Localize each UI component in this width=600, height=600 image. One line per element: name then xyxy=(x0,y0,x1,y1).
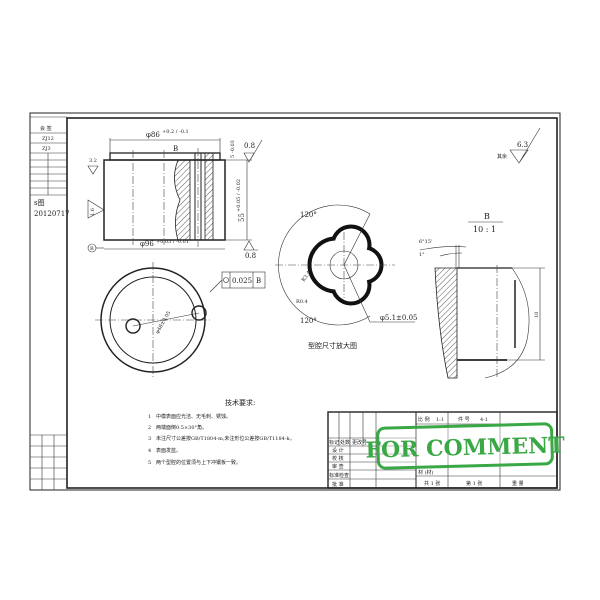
sheet-count: 共 1 张 xyxy=(424,480,440,487)
cavity-caption: 型腔尺寸放大图 xyxy=(308,341,357,350)
title-row-label: 处数 xyxy=(340,439,350,446)
dim-top-diameter: φ86 xyxy=(146,131,160,139)
req-text: 两端面倒0.5×30°角。 xyxy=(156,424,207,431)
dim-diameter: φ5.1±0.05 xyxy=(380,314,418,322)
dim-step: 5 xyxy=(230,155,236,158)
req-text: 中模表面应光洁、无毛刺、锈蚀。 xyxy=(156,413,231,420)
req-number: 2 xyxy=(148,425,151,431)
dim-step-tolerance: -0.03 xyxy=(230,140,236,153)
dim-top-tolerance: +0.2 / -0.1 xyxy=(162,129,189,135)
detail-label: B xyxy=(484,212,490,221)
angle-top: 120° xyxy=(300,211,317,219)
title-row-label: 审 查 xyxy=(332,463,344,470)
stamp-text: FOR COMMENT xyxy=(365,432,566,463)
front-section-view: φ86 +0.2 / -0.1 φ96 +0.03 / -0.01 55 +0.… xyxy=(87,129,263,260)
plan-view: φ48±0.05 0.025 B xyxy=(95,262,266,378)
part-value: 4-1 xyxy=(480,417,488,423)
req-number: 4 xyxy=(148,448,151,454)
dim-bottom-diameter: φ96 xyxy=(140,240,154,248)
detail-scale: 10 : 1 xyxy=(473,225,496,234)
title-row-label: 设 计 xyxy=(332,447,344,454)
roughness-left: 3.2 xyxy=(89,158,97,164)
technical-requirements: 技术要求: 1 中模表面应光洁、无毛刺、锈蚀。 2 两端面倒0.5×30°角。 … xyxy=(148,398,295,466)
drawing-frame xyxy=(29,112,561,491)
material-label: 材 (材) xyxy=(418,469,434,476)
drawing-date: 20120717 xyxy=(34,210,70,218)
roughness-top: 0.8 xyxy=(244,142,255,150)
position-icon xyxy=(223,277,229,283)
datum-label: B xyxy=(90,246,94,252)
roughness-icon xyxy=(509,127,541,164)
req-number: 3 xyxy=(148,436,151,442)
sidebar-cell: ZJ3 xyxy=(42,146,51,152)
general-roughness: 6.3 其余 xyxy=(497,127,541,164)
requirements-title: 技术要求: xyxy=(225,398,255,407)
tolerance-datum: B xyxy=(256,277,261,285)
dim-height: 55 xyxy=(238,213,246,222)
req-text: 两个型腔的位置须与上下冲镶板一致。 xyxy=(156,459,241,466)
title-row-label: 更改号 xyxy=(352,439,367,446)
roughness-bottom: 0.8 xyxy=(245,252,256,260)
part-label: 件 号 xyxy=(458,416,470,423)
roughness-side: 1.6 xyxy=(90,208,96,216)
for-comment-stamp: FOR COMMENT xyxy=(365,422,566,470)
detail-b: B 10 : 1 6°15' 1° 10 xyxy=(419,212,545,379)
dim-center-distance: φ48±0.05 xyxy=(155,310,173,335)
angle-2: 1° xyxy=(419,252,425,258)
title-row-label: 标准检查 xyxy=(329,472,349,479)
scale-value: 1:1 xyxy=(436,417,444,423)
tolerance-value: 0.025 xyxy=(232,277,252,285)
req-number: 5 xyxy=(148,460,151,466)
roughness-note: 其余 xyxy=(497,153,507,160)
sidebar-strip: 会 签 ZJ12 ZJ3 s图 20120717 xyxy=(30,125,70,490)
title-row-label: 批 准 xyxy=(332,481,344,488)
angle-bottom: 120° xyxy=(300,317,317,325)
roughness-icon xyxy=(87,199,105,219)
req-text: 未注尺寸公差按GB/T1804-m,未注形位公差按GB/T1184-k。 xyxy=(156,435,295,442)
sheet-page: 第 1 张 xyxy=(466,480,482,487)
roughness-value: 6.3 xyxy=(517,141,528,149)
dim-height-tolerance: +0.05 / -0.02 xyxy=(236,179,242,212)
title-block: 比 例 1:1 件 号 4-1 标记 处数 更改号 设 计 校 核 审 查 标准… xyxy=(327,411,558,489)
roughness-icon xyxy=(243,139,263,163)
detail-dim: 10 xyxy=(534,312,540,318)
roughness-icon xyxy=(243,240,258,251)
detail-ref-b: B xyxy=(173,145,178,153)
title-row-label: 校 核 xyxy=(332,455,344,462)
scale-label: 比 例 xyxy=(418,416,430,423)
roughness-icon xyxy=(87,165,99,175)
sidebar-cell: 会 签 xyxy=(40,125,52,132)
drawing-number: s图 xyxy=(34,199,45,207)
req-number: 1 xyxy=(148,414,151,420)
angle-1: 6°15' xyxy=(419,239,432,245)
title-row-label: 标记 xyxy=(329,439,339,446)
sidebar-cell: ZJ12 xyxy=(42,136,54,142)
req-text: 表面发蓝。 xyxy=(156,447,181,454)
radius-2: R0.4 xyxy=(296,299,308,305)
weight-label: 重 量 xyxy=(512,480,524,487)
dim-bottom-tolerance: +0.03 / -0.01 xyxy=(156,239,189,245)
cavity-detail: 120° 120° R3.45 R0.4 φ5.1±0.05 型腔尺寸放大图 xyxy=(275,204,418,350)
